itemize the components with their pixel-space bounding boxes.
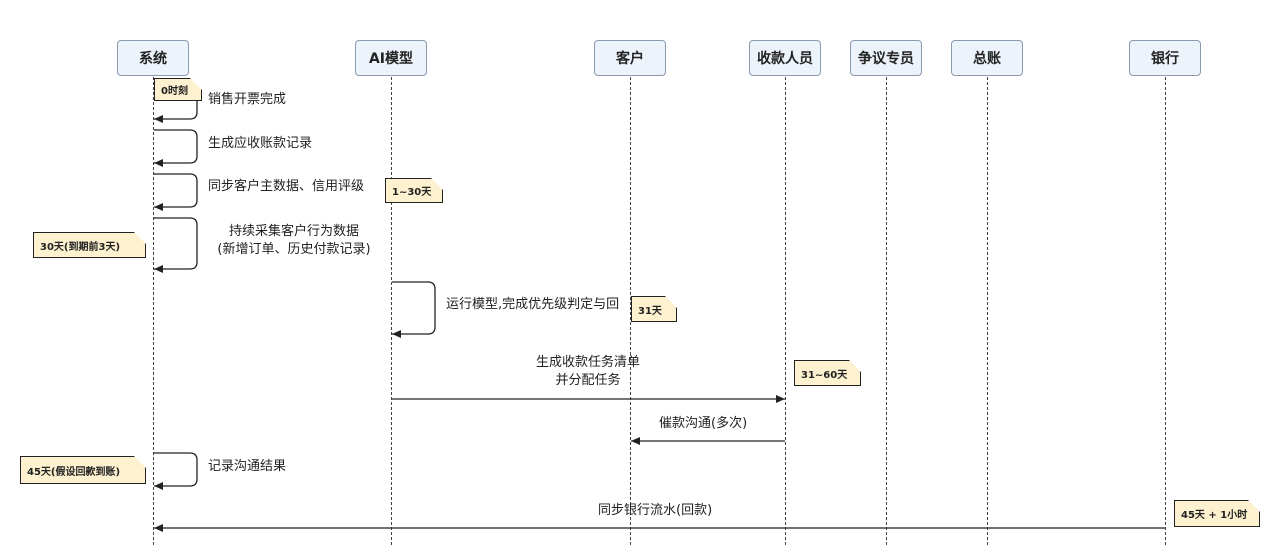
arrow-self-6 [154,452,198,490]
message-label-collect-behavior-2: (新增订单、历史付款记录) [217,242,371,257]
note-day-31: 31天 [631,296,677,322]
lifeline-ledger [987,77,988,545]
arrow-self-3 [154,173,198,211]
message-label-invoice-complete: 销售开票完成 [208,92,287,107]
message-label-record-result: 记录沟通结果 [208,459,287,474]
message-label-task-list-1: 生成收款任务清单 [535,355,640,370]
message-label-sync-bank-flow: 同步银行流水(回款) [598,503,713,518]
message-label-sync-master-data: 同步客户主数据、信用评级 [208,179,365,194]
arrow-self-2 [154,129,198,167]
lifeline-collector [785,77,786,545]
note-time-0: 0时刻 [154,78,202,101]
note-day-31-60: 31~60天 [794,360,861,386]
message-label-dunning: 催款沟通(多次) [659,416,748,431]
participant-collector: 收款人员 [749,40,821,76]
note-day-45: 45天(假设回款到账) [20,456,146,484]
arrow-self-4 [154,217,198,273]
participant-customer: 客户 [594,40,666,76]
message-label-task-list-2: 并分配任务 [555,373,621,388]
lifeline-dispute-specialist [886,77,887,545]
participant-system: 系统 [117,40,189,76]
participant-dispute-specialist: 争议专员 [850,40,922,76]
message-label-create-ar-record: 生成应收账款记录 [208,136,313,151]
note-day-30: 30天(到期前3天) [33,232,146,258]
participant-bank: 银行 [1129,40,1201,76]
lifeline-system [153,77,154,545]
message-label-collect-behavior-1: 持续采集客户行为数据 [228,224,359,239]
message-label-run-model: 运行模型,完成优先级判定与回 [446,297,620,312]
note-day-45-plus-1h: 45天 + 1小时 [1174,500,1260,527]
lifeline-bank [1165,77,1166,545]
note-day-1-30: 1~30天 [385,178,443,203]
participant-ai-model: AI模型 [355,40,427,76]
lifeline-customer [630,77,631,545]
lifeline-ai-model [391,77,392,545]
arrow-self-5 [392,281,436,338]
participant-ledger: 总账 [951,40,1023,76]
